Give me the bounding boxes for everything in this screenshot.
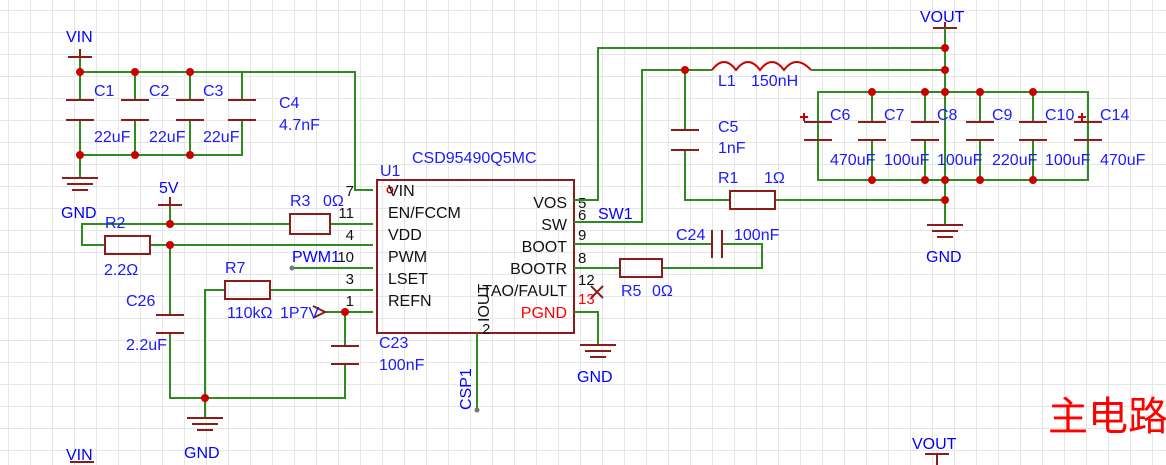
ref-r2: R2: [105, 215, 126, 232]
value-r1: 1Ω: [764, 170, 785, 187]
u1-bottom-pin-name: IOUT: [476, 284, 493, 322]
u1-right-pin-name-4: TAO/FAULT: [482, 283, 567, 300]
u1-left-pin-num-1: 11: [338, 205, 354, 222]
value-r2: 2.2Ω: [104, 262, 138, 279]
value-c9: 220uF: [992, 152, 1038, 169]
value-c1: 22uF: [94, 129, 131, 146]
u1-left-pin-num-5: 1: [346, 293, 354, 310]
u1-left-pin-num-4: 3: [346, 271, 354, 288]
ref-r7: R7: [225, 260, 246, 277]
ref-c2: C2: [149, 83, 170, 100]
value-c2: 22uF: [149, 129, 186, 146]
value-c24: 100nF: [734, 227, 780, 244]
value-c6: 470uF: [830, 152, 876, 169]
u1-left-pin-num-3: 10: [337, 249, 354, 266]
value-c7: 100uF: [884, 152, 930, 169]
value-r7: 110kΩ: [227, 305, 273, 322]
u1-left-pin-name-0: VIN: [388, 183, 415, 200]
ref-c7: C7: [884, 107, 905, 124]
u1-left-pin-name-2: VDD: [388, 227, 422, 244]
ref-c23: C23: [379, 335, 408, 352]
ic-u1-ref: U1: [380, 163, 401, 180]
sheet-title: 主电路: [1048, 395, 1166, 439]
ref-r3: R3: [290, 193, 311, 210]
net-label-5v: 5V: [159, 180, 179, 197]
ref-c3: C3: [203, 83, 224, 100]
value-c3: 22uF: [203, 129, 240, 146]
net-label-vout-bottom: VOUT: [912, 436, 957, 453]
u1-bottom-pin-num: 2: [482, 321, 490, 338]
vout-power-flag-bottom[interactable]: VOUT: [912, 436, 957, 465]
u1-right-pin-num-3: 8: [578, 250, 586, 267]
u1-right-pin-name-0: VOS: [533, 195, 567, 212]
value-c10: 100uF: [1045, 152, 1091, 169]
vout-power-flag-top[interactable]: VOUT: [920, 9, 965, 29]
u1-left-pin-name-1: EN/FCCM: [388, 205, 461, 222]
ref-c14: C14: [1100, 107, 1129, 124]
ground-symbol-bottom[interactable]: GND: [184, 417, 223, 462]
net-label-gnd-left: GND: [61, 205, 97, 222]
net-label-gnd-right: GND: [926, 249, 962, 266]
value-l1: 150nH: [751, 73, 798, 90]
ref-c4: C4: [279, 95, 300, 112]
vin-power-flag-bottom[interactable]: VIN: [66, 447, 94, 464]
ref-c8: C8: [937, 107, 958, 124]
value-r3: 0Ω: [323, 193, 344, 210]
net-label-vin-top: VIN: [66, 29, 93, 46]
ref-c1: C1: [94, 83, 115, 100]
ref-c9: C9: [992, 107, 1013, 124]
u1-right-pin-name-1: SW: [541, 217, 568, 234]
u1-right-pin-num-4: 12: [578, 272, 595, 289]
output-capacitor-bank: [800, 28, 1102, 225]
net-label-vin-bottom: VIN: [66, 447, 93, 464]
value-r5: 0Ω: [652, 283, 673, 300]
net-label-csp1: CSP1: [458, 368, 475, 410]
ref-c5: C5: [718, 119, 739, 136]
u1-left-pin-num-0: 7: [346, 183, 354, 200]
u1-left-pin-num-2: 4: [346, 227, 354, 244]
u1-right-pin-num-0: 5: [578, 195, 586, 212]
u1-left-pin-name-5: REFN: [388, 293, 432, 310]
u1-right-pin-name-2: BOOT: [522, 239, 568, 256]
ref-l1: L1: [718, 73, 736, 90]
u1-left-pin-name-4: LSET: [388, 271, 428, 288]
csp1-net[interactable]: CSP1: [458, 333, 480, 413]
ground-symbol-left[interactable]: GND: [61, 177, 98, 222]
ref-r5: R5: [621, 283, 642, 300]
u1-left-pin-name-3: PWM: [388, 249, 427, 266]
vin-power-flag-top[interactable]: VIN: [66, 29, 93, 58]
ref-c24: C24: [676, 227, 705, 244]
u1-right-pin-num-1: 6: [578, 207, 586, 224]
value-c5: 1nF: [718, 140, 746, 157]
value-c23: 100nF: [379, 357, 425, 374]
value-1p7v: 1P7V: [280, 305, 319, 322]
net-label-pwm1: PWM1: [292, 249, 340, 266]
net-label-sw1: SW1: [598, 206, 633, 223]
u1-right-pin-num-5: 13: [578, 291, 595, 308]
pwm1-net[interactable]: PWM1: [289, 249, 374, 271]
vdd-supply-network: [81, 205, 373, 418]
ref-r1: R1: [718, 170, 739, 187]
ref-c26: C26: [126, 293, 155, 310]
5v-power-flag[interactable]: 5V: [158, 180, 182, 206]
u1-right-pin-name-5: PGND: [521, 305, 567, 322]
net-label-gnd-bottom: GND: [184, 445, 220, 462]
ic-u1[interactable]: U1 CSD95490Q5MC 7 11 4 10 3 1 VIN EN/FCC…: [337, 150, 604, 338]
value-c14: 470uF: [1100, 152, 1146, 169]
value-c26: 2.2uF: [126, 337, 167, 354]
net-label-vout-top: VOUT: [920, 9, 965, 26]
ref-c10: C10: [1045, 107, 1074, 124]
ref-c6: C6: [830, 107, 851, 124]
u1-right-pin-num-2: 9: [578, 227, 586, 244]
ground-symbol-right[interactable]: GND: [926, 224, 963, 266]
switch-node-network: [574, 47, 945, 278]
pgnd-net: GND: [574, 311, 616, 386]
ic-u1-part-number: CSD95490Q5MC: [412, 150, 537, 167]
value-c8: 100uF: [937, 152, 983, 169]
value-c4: 4.7nF: [279, 117, 320, 134]
input-capacitor-bank: [66, 57, 373, 191]
net-label-gnd-ic: GND: [577, 369, 613, 386]
u1-right-pin-name-3: BOOTR: [510, 261, 567, 278]
